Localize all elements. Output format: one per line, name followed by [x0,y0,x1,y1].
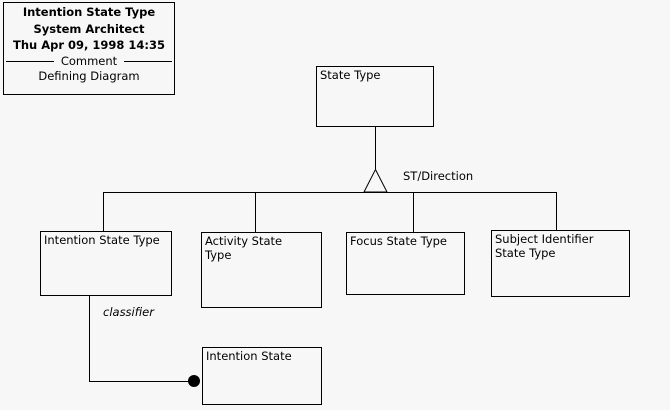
class-node-focus-state-type[interactable]: Focus State Type [346,232,465,295]
title-block-name: Intention State Type [22,5,156,19]
generalization-drop-1 [103,192,104,231]
class-node-label: Intention State Type [44,233,160,247]
separator-rule-right [124,60,172,62]
generalization-bar [103,192,557,193]
generalization-drop-4 [556,192,557,230]
class-node-intention-state[interactable]: Intention State [202,347,322,405]
class-node-intention-state-type[interactable]: Intention State Type [40,231,172,296]
title-block-separator: Comment [4,54,174,69]
association-line-vertical [89,296,90,381]
title-block: Intention State Type System Architect Th… [3,2,175,95]
association-line-horizontal [89,381,195,382]
separator-rule-left [6,60,54,62]
class-node-label: Intention State [206,349,292,363]
class-node-activity-state-type[interactable]: Activity State Type [201,232,322,308]
class-node-label: Activity State Type [205,234,283,262]
class-node-label: Subject Identifier State Type [495,232,594,260]
association-role-label: classifier [103,305,154,319]
class-node-state-type[interactable]: State Type [316,66,434,127]
title-block-timestamp: Thu Apr 09, 1998 14:35 [12,38,166,52]
generalization-drop-3 [413,192,414,232]
class-node-subject-identifier-state-type[interactable]: Subject Identifier State Type [491,230,630,297]
association-end-dot-icon [188,375,200,387]
separator-label: Comment [60,53,118,68]
title-block-author: System Architect [33,21,145,36]
generalization-drop-2 [255,192,256,232]
class-node-label: State Type [320,68,381,82]
generalization-stem [375,127,376,169]
title-block-comment: Defining Diagram [38,68,140,83]
class-node-label: Focus State Type [350,234,448,248]
generalization-discriminator-label: ST/Direction [403,169,474,183]
